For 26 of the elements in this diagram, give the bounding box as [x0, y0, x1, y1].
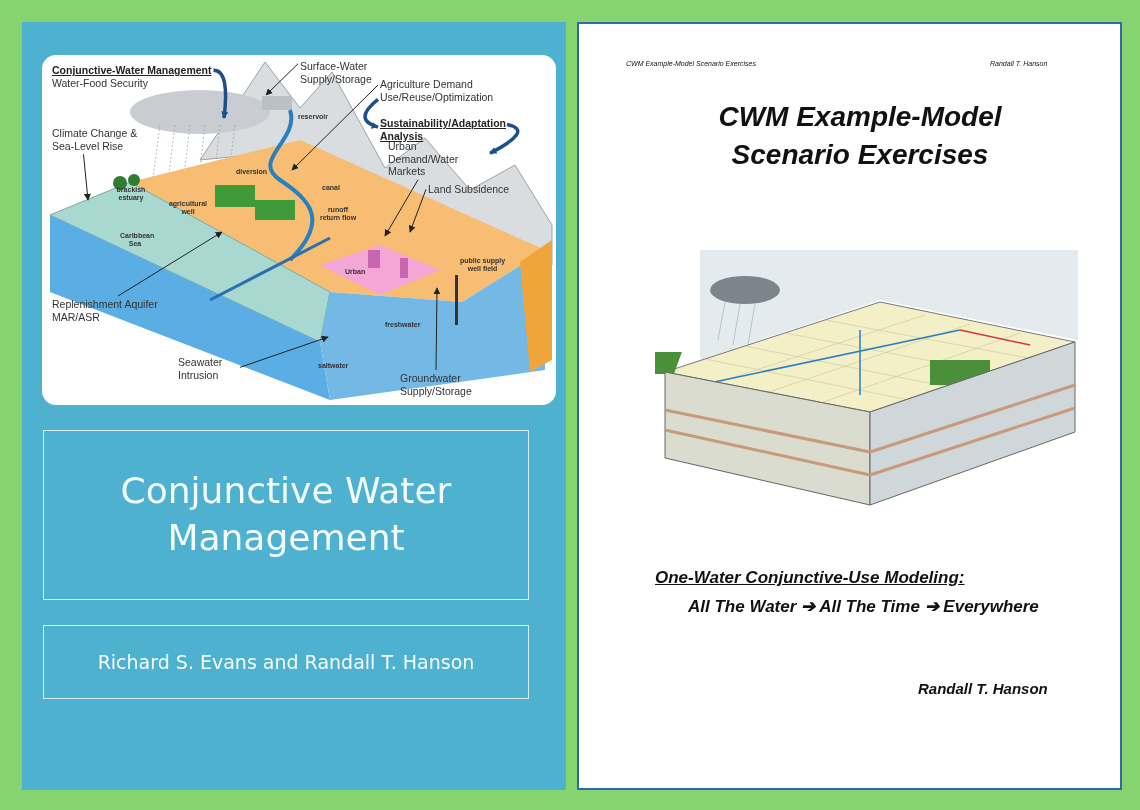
author-names: Richard S. Evans and Randall T. Hanson	[96, 649, 476, 675]
callout-text: Agriculture Demand Use/Reuse/Optimization	[380, 78, 505, 104]
subtitle: One-Water Conjunctive-Use Modeling:	[655, 568, 965, 588]
callout-text: Land Subsidence	[428, 183, 510, 196]
curved-arrow	[489, 122, 520, 155]
author-box	[43, 625, 529, 699]
leader-line	[117, 231, 223, 297]
callout-heading: Conjunctive-Water Management	[52, 64, 212, 77]
leader-line	[291, 84, 379, 171]
callout-text: Water-Food Security	[52, 76, 148, 90]
leader-line	[408, 188, 427, 233]
callout-text: Sustainability/Adaptation Analysis	[380, 117, 505, 143]
leader-line	[433, 287, 441, 371]
leader-line	[83, 153, 91, 201]
title-box	[43, 430, 529, 600]
callout-text: Seawater Intrusion	[178, 356, 238, 382]
leader-line	[265, 63, 299, 96]
callout-text: Surface-Water Supply/Storage	[300, 60, 375, 86]
document-title: CWM Example-Model Scenario Exercises	[717, 100, 1003, 172]
callout-text: Climate Change & Sea-Level Rise	[52, 127, 157, 153]
cover-title: Conjunctive Water Management	[119, 469, 453, 560]
leader-line	[384, 179, 419, 237]
author-name: Randall T. Hanson	[918, 680, 1048, 697]
curved-arrow	[363, 98, 380, 129]
callout-text: Groundwater Supply/Storage	[400, 372, 490, 398]
tagline: All The Water ➔ All The Time ➔ Everywhere	[688, 596, 1039, 617]
